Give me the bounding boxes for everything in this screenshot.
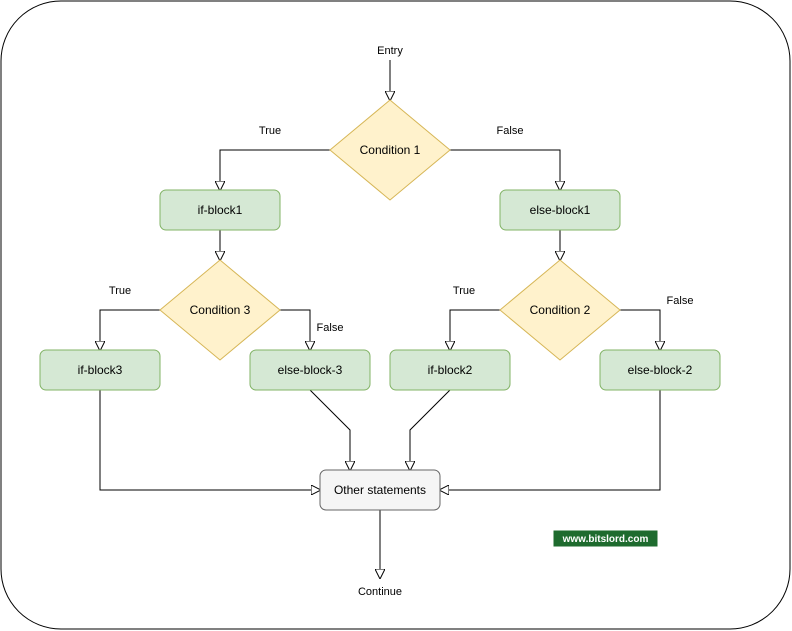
condition1-label: Condition 1 [360,143,421,157]
other-statements-label: Other statements [334,483,426,497]
condition2-diamond [499,259,621,361]
watermark-badge [552,529,659,548]
if-block3-label: if-block3 [78,363,123,377]
edge-elseblock3-to-statements [309,389,350,470]
edge-elseblock2-to-statements [440,390,661,490]
condition3-diamond [159,259,281,361]
condition2-label: Condition 2 [530,303,591,317]
condition2-true-label: True [453,285,475,297]
condition1-diamond [329,99,451,201]
continue-label: Continue [358,586,402,598]
else-block3-label: else-block-3 [278,363,343,377]
else-block2-label: else-block-2 [628,363,693,377]
if-block2-label: if-block2 [428,363,473,377]
edge-condition3-false [280,309,310,350]
condition3-true-label: True [109,285,131,297]
condition3-label: Condition 3 [190,303,251,317]
else-block1-node [499,189,621,231]
else-block2-node [599,349,721,391]
condition3-false-label: False [317,322,344,334]
if-block2-node [389,349,511,391]
edge-condition2-true [450,309,500,350]
else-block1-label: else-block1 [530,203,591,217]
condition2-false-label: False [667,295,694,307]
else-block3-node [249,349,371,391]
condition1-true-label: True [259,125,281,137]
edge-ifblock2-to-statements [410,389,451,470]
other-statements-node [319,469,441,511]
if-block1-label: if-block1 [198,203,243,217]
edge-condition3-true [100,309,160,350]
if-block1-node [159,189,281,231]
edge-condition1-false [450,149,560,190]
entry-label: Entry [377,45,403,57]
edge-condition1-true [220,149,330,190]
edge-ifblock3-to-statements [99,390,320,490]
edge-condition2-false [620,309,660,350]
condition1-false-label: False [497,125,524,137]
if-block3-node [39,349,161,391]
watermark-text: www.bitslord.com [562,534,649,545]
